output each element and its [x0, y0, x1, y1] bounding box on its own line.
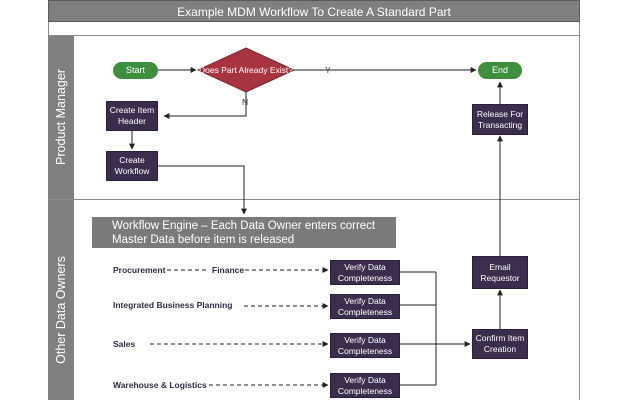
- decision-label: Does Part Already Exist?: [198, 64, 293, 75]
- workflow-engine-banner: Workflow Engine – Each Data Owner enters…: [92, 217, 396, 248]
- verify-data-completeness-2: Verify Data Completeness: [330, 294, 400, 319]
- create-item-header-node: Create Item Header: [106, 101, 158, 131]
- lane-divider-top: [48, 35, 580, 36]
- owner-warehouse-logistics: Warehouse & Logistics: [113, 380, 207, 390]
- edge-label-yes: Y: [325, 65, 331, 75]
- owner-finance: Finance: [212, 265, 245, 275]
- start-node: Start: [113, 62, 158, 79]
- edge-workflow-engine: [158, 165, 247, 215]
- verify-data-completeness-4: Verify Data Completeness: [330, 373, 400, 398]
- lane-divider-middle: [48, 199, 580, 200]
- release-for-transacting-node: Release For Transacting: [472, 104, 528, 135]
- lane-header-other-data-owners: [48, 200, 74, 400]
- title-bar: Example MDM Workflow To Create A Standar…: [48, 0, 580, 22]
- edge-decision-header: [163, 92, 247, 119]
- confirm-item-creation-node: Confirm Item Creation: [472, 329, 528, 359]
- edge-label-no: N: [242, 97, 249, 107]
- owner-integrated-business-planning: Integrated Business Planning: [113, 300, 233, 310]
- create-workflow-node: Create Workflow: [106, 151, 158, 181]
- lane-header-product-manager: [48, 36, 74, 199]
- verify-data-completeness-3: Verify Data Completeness: [330, 333, 400, 358]
- verify-data-completeness-1: Verify Data Completeness: [330, 260, 400, 285]
- end-node: End: [478, 62, 522, 79]
- owner-sales: Sales: [113, 339, 136, 349]
- email-requestor-node: Email Requestor: [472, 256, 528, 289]
- owner-procurement: Procurement: [113, 265, 166, 275]
- diagram-title: Example MDM Workflow To Create A Standar…: [177, 5, 451, 19]
